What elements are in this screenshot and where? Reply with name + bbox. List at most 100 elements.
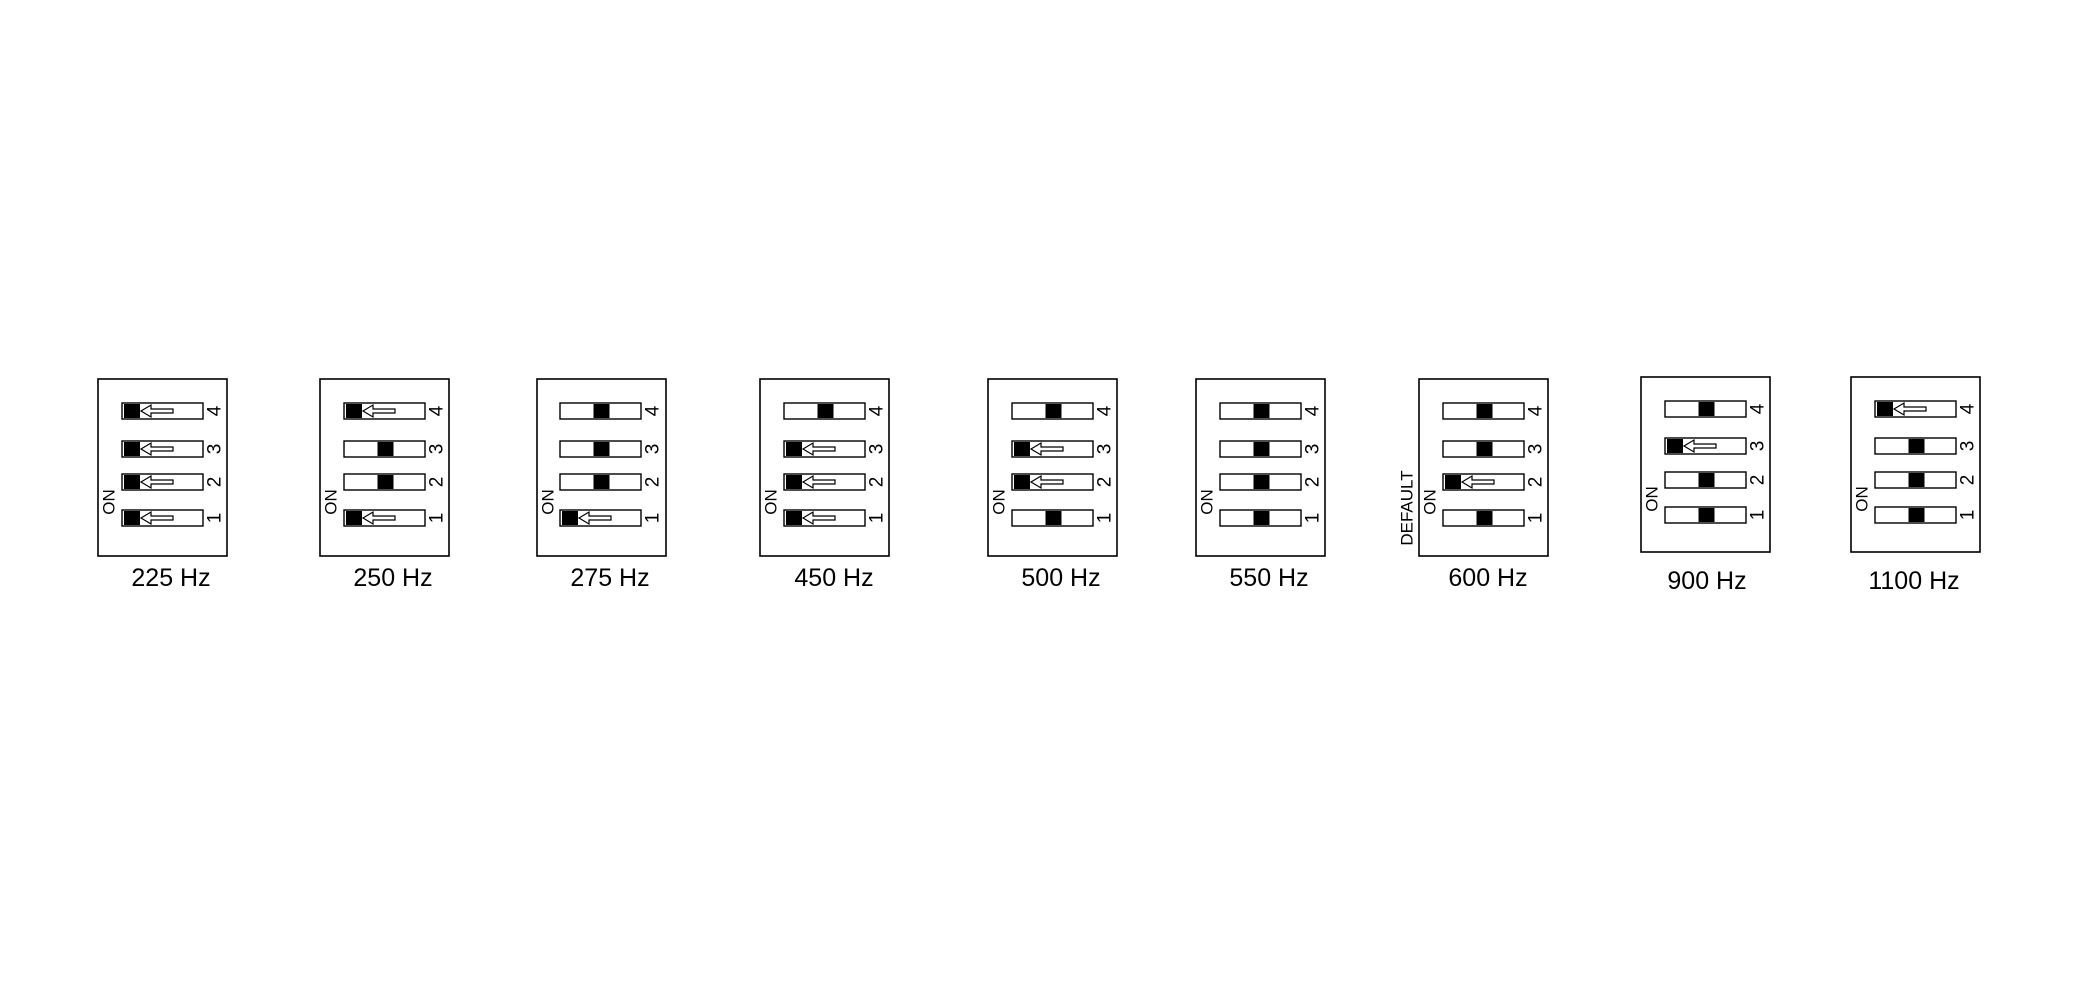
frequency-label: 500 Hz [1021, 564, 1100, 592]
arrow-left-icon [139, 474, 174, 490]
switch-knob-on [1667, 439, 1683, 453]
switch-knob-off [1476, 511, 1493, 525]
switch-knob-on [1014, 442, 1030, 456]
switch-number: 2 [205, 477, 226, 488]
on-label: ON [990, 489, 1009, 515]
switch-knob-on [124, 442, 140, 456]
switch-number: 4 [867, 405, 888, 416]
switch-knob-off [1045, 511, 1062, 525]
switch-number: 2 [427, 477, 448, 488]
switch-number: 3 [1095, 444, 1116, 455]
arrow-left-icon [1029, 441, 1064, 457]
switch-number: 1 [205, 513, 226, 524]
switch-knob-off [1908, 508, 1925, 522]
arrow-left-icon [139, 403, 174, 419]
switch-number: 1 [427, 513, 448, 524]
on-label: ON [100, 489, 119, 515]
switch-knob-off [1698, 473, 1715, 487]
switch-knob-on [562, 511, 578, 525]
switch-number: 2 [1303, 477, 1324, 488]
switch-number: 4 [1095, 405, 1116, 416]
switch-knob-on [786, 511, 802, 525]
switch-knob-on [124, 404, 140, 418]
switch-knob-off [1253, 475, 1270, 489]
arrow-left-icon [361, 510, 396, 526]
switch-knob-on [124, 511, 140, 525]
switch-knob-off [1698, 508, 1715, 522]
arrow-left-icon [1029, 474, 1064, 490]
frequency-label: 250 Hz [353, 564, 432, 592]
switch-knob-off [377, 475, 394, 489]
arrow-left-icon [577, 510, 612, 526]
switch-knob-on [1877, 402, 1893, 416]
switch-knob-off [377, 442, 394, 456]
switch-number: 4 [643, 405, 664, 416]
switch-number: 2 [1958, 475, 1979, 486]
switch-number: 2 [643, 477, 664, 488]
switch-knob-off [593, 442, 610, 456]
on-label: ON [539, 489, 558, 515]
switch-knob-off [1253, 511, 1270, 525]
switch-knob-on [786, 442, 802, 456]
dip-switch-panel: 4 3 2 1 ON 275 Hz [536, 378, 667, 592]
switch-knob-off [817, 404, 834, 418]
switch-number: 1 [1095, 513, 1116, 524]
switch-knob-off [1476, 404, 1493, 418]
frequency-label: 1100 Hz [1868, 567, 1959, 595]
switch-number: 3 [205, 444, 226, 455]
switch-knob-on [124, 475, 140, 489]
arrow-left-icon [1682, 438, 1717, 454]
dip-switch-panel: 4 3 2 1 ON 500 Hz [987, 378, 1118, 592]
switch-knob-off [1476, 442, 1493, 456]
arrow-left-icon [1460, 474, 1495, 490]
switch-number: 3 [643, 444, 664, 455]
arrow-left-icon [801, 441, 836, 457]
on-label: ON [1421, 489, 1440, 515]
frequency-label: 450 Hz [794, 564, 873, 592]
switch-number: 1 [643, 513, 664, 524]
frequency-label: 600 Hz [1448, 564, 1527, 592]
switch-knob-off [1253, 404, 1270, 418]
switch-number: 4 [205, 405, 226, 416]
default-label: DEFAULT [1398, 470, 1417, 545]
switch-number: 4 [1748, 403, 1769, 414]
frequency-label: 550 Hz [1229, 564, 1308, 592]
switch-knob-on [346, 404, 362, 418]
on-label: ON [1643, 486, 1662, 512]
switch-knob-off [1908, 473, 1925, 487]
on-label: ON [322, 489, 341, 515]
switch-knob-off [593, 404, 610, 418]
arrow-left-icon [801, 474, 836, 490]
switch-knob-off [1045, 404, 1062, 418]
switch-knob-on [1445, 475, 1461, 489]
switch-number: 4 [1526, 405, 1547, 416]
frequency-label: 225 Hz [131, 564, 210, 592]
switch-number: 1 [1303, 513, 1324, 524]
switch-number: 4 [1958, 403, 1979, 414]
frequency-label: 275 Hz [570, 564, 649, 592]
arrow-left-icon [1892, 401, 1927, 417]
switch-number: 1 [867, 513, 888, 524]
switch-number: 3 [1958, 441, 1979, 452]
switch-number: 1 [1958, 510, 1979, 521]
switch-number: 3 [867, 444, 888, 455]
switch-number: 4 [427, 405, 448, 416]
switch-number: 3 [1748, 441, 1769, 452]
switch-number: 1 [1748, 510, 1769, 521]
switch-number: 2 [1095, 477, 1116, 488]
switch-number: 3 [1526, 444, 1547, 455]
switch-knob-on [786, 475, 802, 489]
dip-switch-panel: 4 3 2 1 ON 225 Hz [97, 378, 228, 592]
arrow-left-icon [139, 510, 174, 526]
switch-number: 1 [1526, 513, 1547, 524]
switch-number: 2 [1748, 475, 1769, 486]
switch-knob-on [1014, 475, 1030, 489]
switch-knob-off [593, 475, 610, 489]
